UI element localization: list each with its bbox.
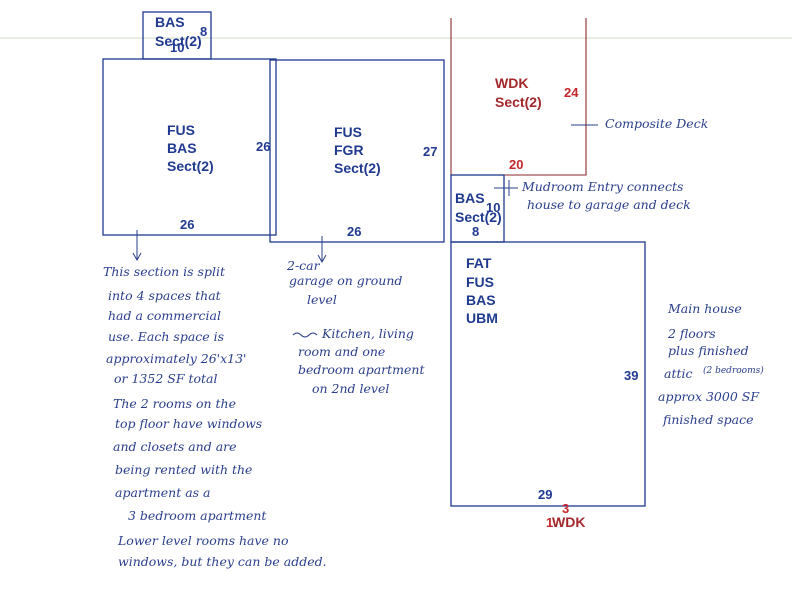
deck-dim-bottom: 20	[509, 157, 523, 172]
note-garage-line: Kitchen, living	[321, 326, 414, 341]
bottom-wdk-dim-left: 1	[546, 515, 553, 530]
note-left-line: 3 bedroom apartment	[128, 508, 267, 523]
note-left-line: This section is split	[103, 264, 226, 279]
garage-block-dim-bottom: 26	[347, 224, 361, 239]
note-garage-line: level	[307, 292, 337, 307]
small-top-label-2: Sect(2)	[155, 33, 202, 49]
garage-block-label-2: FGR	[334, 142, 364, 158]
left-section-arrow-icon	[132, 230, 142, 262]
note-main-line: Main house	[667, 301, 742, 316]
bottom-wdk-label: WDK	[552, 514, 585, 530]
left-block-label-3: Sect(2)	[167, 158, 214, 174]
note-mudroom-line-1: Mudroom Entry connects	[521, 179, 683, 194]
note-garage-line: bedroom apartment	[298, 362, 425, 377]
garage-block-dim-right: 27	[423, 144, 437, 159]
left-block-label-1: FUS	[167, 122, 195, 138]
mudroom-label-2: Sect(2)	[455, 209, 502, 225]
main-label-2: FUS	[466, 274, 494, 290]
note-left-line: approximately 26'x13'	[106, 351, 247, 366]
garage-block-label-3: Sect(2)	[334, 160, 381, 176]
room-main-house	[450, 241, 646, 507]
note-left-line: top floor have windows	[115, 416, 262, 431]
note-left-line: being rented with the	[115, 462, 252, 477]
mudroom-dim-right: 10	[486, 200, 500, 215]
main-label-1: FAT	[466, 255, 492, 271]
note-main-line: plus finished	[668, 343, 749, 358]
deck-dim-right: 24	[564, 85, 579, 100]
room-garage-fus-fgr	[269, 59, 445, 243]
main-dim-right: 39	[624, 368, 638, 383]
garage-arrow-icon	[317, 236, 327, 264]
left-block-dim-right: 26	[256, 139, 270, 154]
small-top-dim-bottom: 10	[170, 40, 184, 55]
note-composite-deck: Composite Deck	[605, 116, 708, 131]
mudroom-label-1: BAS	[455, 190, 485, 206]
note-garage-line: on 2nd level	[312, 381, 389, 396]
note-garage-small: 2-car	[286, 258, 321, 273]
deck-label-2: Sect(2)	[495, 94, 542, 110]
note-left-line: windows, but they can be added.	[118, 554, 327, 569]
room-deck-wdk	[450, 18, 587, 176]
note-left-line: and closets and are	[113, 439, 237, 454]
note-left-line: apartment as a	[115, 485, 211, 500]
main-dim-bottom: 29	[538, 487, 552, 502]
note-left-line: Lower level rooms have no	[117, 533, 288, 548]
main-label-3: BAS	[466, 292, 496, 308]
note-left-line: The 2 rooms on the	[113, 396, 236, 411]
small-top-dim-right: 8	[200, 24, 207, 39]
scribble-mark	[292, 332, 318, 338]
note-main-line: attic	[664, 366, 693, 381]
mudroom-dim-bottom: 8	[472, 224, 479, 239]
left-block-dim-bottom: 26	[180, 217, 194, 232]
room-left-fus-bas	[102, 58, 277, 236]
note-main-sub: (2 bedrooms)	[703, 365, 764, 376]
note-left-line: into 4 spaces that	[108, 288, 222, 303]
main-label-4: UBM	[466, 310, 498, 326]
note-main-line: approx 3000 SF	[658, 389, 760, 404]
bottom-wdk-dim-top: 3	[562, 501, 569, 516]
small-top-label-1: BAS	[155, 14, 185, 30]
garage-block-label-1: FUS	[334, 124, 362, 140]
note-left-line: had a commercial	[108, 308, 221, 323]
left-block-label-2: BAS	[167, 140, 197, 156]
note-left-line: or 1352 SF total	[114, 371, 218, 386]
deck-label-1: WDK	[495, 75, 528, 91]
note-main-line: finished space	[662, 412, 754, 427]
note-mudroom-line-2: house to garage and deck	[527, 197, 691, 212]
note-main-line: 2 floors	[667, 326, 716, 341]
note-garage-line: room and one	[298, 344, 385, 359]
note-garage-line: garage on ground	[289, 273, 402, 288]
note-left-line: use. Each space is	[108, 329, 224, 344]
